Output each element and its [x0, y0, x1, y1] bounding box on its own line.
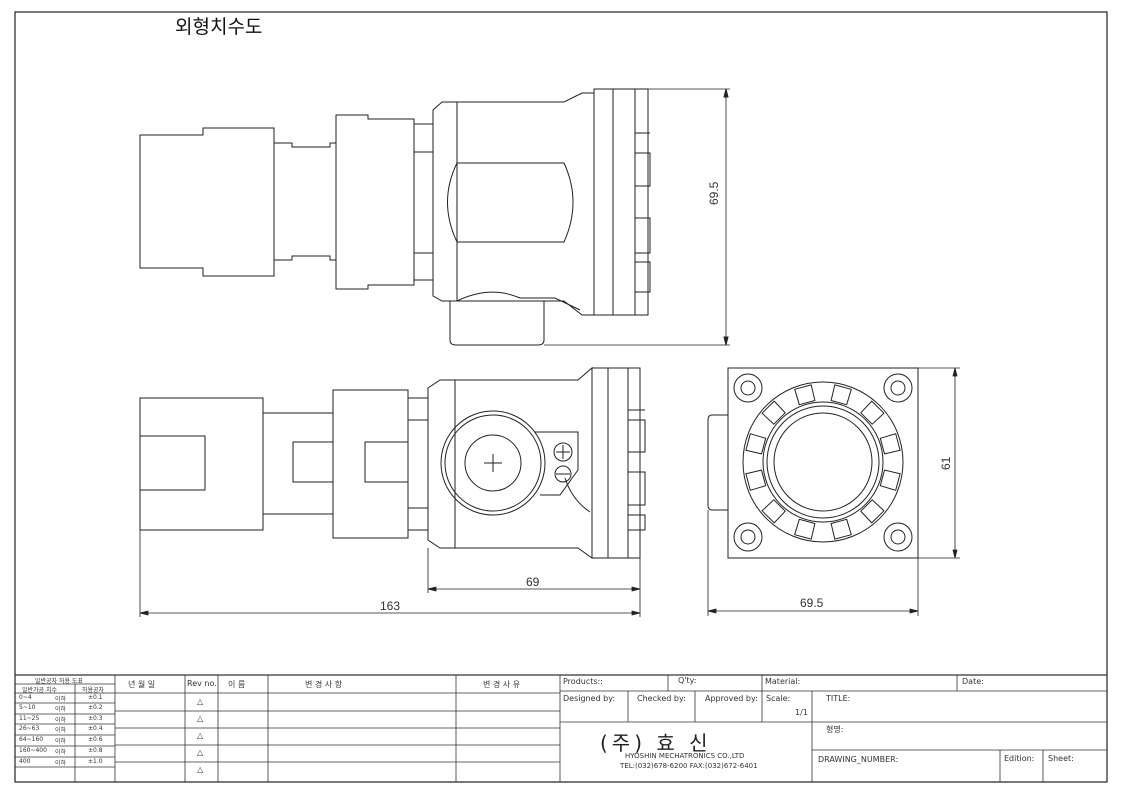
company-name: (주) 효 신	[600, 731, 712, 755]
tolerance-range: 11~25	[19, 715, 40, 722]
tolerance-unit: 이하	[55, 717, 67, 724]
material-label: Material:	[765, 677, 801, 686]
tolerance-unit: 이하	[55, 696, 67, 703]
ring-slot	[860, 499, 885, 524]
ring-slot	[830, 384, 852, 406]
tolerance-range: 0~4	[19, 694, 32, 701]
top-view	[139, 88, 651, 346]
edition-label: Edition:	[1004, 754, 1035, 763]
front-view	[139, 366, 646, 559]
tolerance-tol: ±0.1	[88, 694, 103, 701]
dim-overall-length: 163	[380, 599, 400, 613]
dimension-top-height: 69.5	[544, 88, 730, 346]
tolerance-tol: ±0.4	[88, 725, 103, 732]
drawing-heading: 외형치수도	[175, 16, 263, 38]
tolerance-tol: ±0.3	[88, 715, 103, 722]
dimension-end: 61 69.5	[707, 367, 960, 616]
ring-slot	[860, 400, 885, 425]
tolerance-tol: ±0.2	[88, 704, 103, 711]
products-label: Products::	[563, 677, 603, 686]
ring-slot	[794, 518, 816, 540]
title-block-grid	[15, 674, 1107, 782]
ring-slot	[879, 469, 901, 491]
sheet-label: Sheet:	[1048, 754, 1074, 763]
ring-slot	[830, 518, 852, 540]
rev-col-changes: 변 경 사 항	[305, 680, 343, 689]
checked-by-label: Checked by:	[637, 694, 686, 703]
ring-slot	[794, 384, 816, 406]
rev-col-no: Rev no.	[187, 679, 217, 688]
title-label: TITLE:	[826, 694, 851, 703]
tolerance-range: 64~160	[19, 736, 44, 743]
dim-end-width: 69.5	[800, 596, 824, 610]
rev-col-date: 년 월 일	[128, 680, 156, 689]
drawing-number-label: DRAWING_NUMBER:	[818, 755, 899, 764]
rev-symbol: △	[197, 731, 204, 740]
tolerance-tol: ±1.0	[88, 758, 103, 765]
rev-symbol: △	[197, 714, 204, 723]
ring-slot	[745, 469, 767, 491]
tolerance-range: 400	[19, 758, 31, 765]
tolerance-col-size: 일반가공 치수	[22, 687, 58, 694]
model-label: 형명:	[826, 725, 844, 734]
dim-body-length: 69	[526, 575, 540, 589]
tolerance-col-tol: 허용공차	[82, 687, 105, 694]
tolerance-range: 26~63	[19, 725, 40, 732]
tolerance-unit: 이하	[55, 706, 67, 713]
tolerance-range: 160~400	[19, 747, 47, 754]
dim-end-height: 61	[939, 456, 953, 470]
tolerance-tol: ±0.6	[88, 736, 103, 743]
dim-top-height: 69.5	[707, 181, 721, 205]
tolerance-unit: 이하	[55, 749, 67, 756]
rev-symbol: △	[197, 765, 204, 774]
ring-slots	[745, 384, 901, 540]
mounting-holes	[733, 373, 913, 552]
date-label: Date:	[962, 677, 984, 686]
ring-slot	[761, 499, 786, 524]
tolerance-unit: 이하	[55, 738, 67, 745]
rev-symbol: △	[197, 748, 204, 757]
end-view	[707, 367, 919, 559]
rev-col-reason: 변 경 사 유	[483, 680, 521, 689]
tolerance-tol: ±0.8	[88, 747, 103, 754]
scale-value: 1/1	[795, 708, 808, 717]
scale-label: Scale:	[766, 694, 791, 703]
tolerance-range: 5~10	[19, 704, 36, 711]
designed-by-label: Designed by:	[563, 694, 616, 703]
ring-slot	[745, 433, 767, 455]
tolerance-unit: 이하	[55, 727, 67, 734]
dimension-front: 69 163	[139, 530, 641, 617]
ring-slot	[761, 400, 786, 425]
qty-label: Q'ty:	[678, 676, 697, 685]
company-contact: TEL:(032)678-6200 FAX:(032)672-6401	[620, 762, 758, 770]
sheet-border	[14, 11, 1108, 783]
rev-col-name: 이 름	[228, 680, 246, 689]
tolerance-unit: 이하	[55, 760, 67, 767]
ring-slot	[879, 433, 901, 455]
company-name-en: HYOSHIN MECHATRONICS CO.,LTD	[625, 752, 745, 760]
approved-by-label: Approved by:	[705, 694, 758, 703]
tolerance-table-title: 일반공차 허용 도표	[35, 678, 83, 685]
rev-symbol: △	[197, 697, 204, 706]
